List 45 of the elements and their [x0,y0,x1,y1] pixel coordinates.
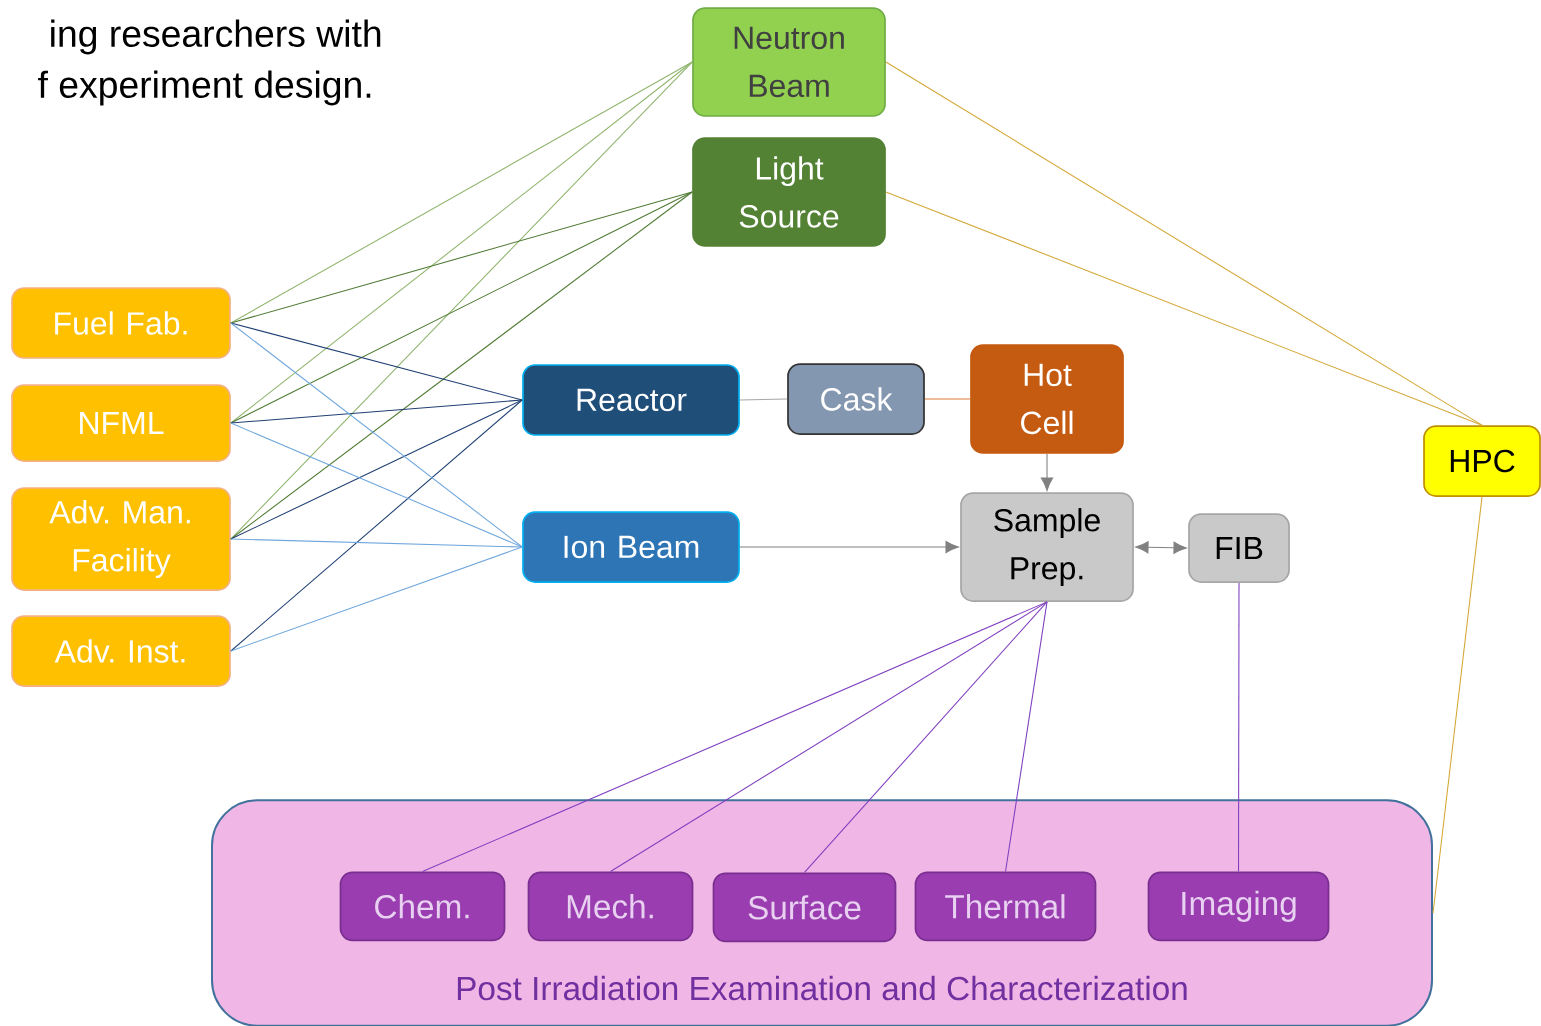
process-box: Chem. [339,871,506,942]
connector [421,601,1048,872]
process-box: Thermal [914,871,1097,942]
connector [885,61,1483,426]
connector [739,540,959,554]
process-box: Sample Prep. [960,492,1134,602]
connector [230,546,523,652]
process-box: Fuel Fab. [11,287,231,359]
connector [230,538,523,548]
process-box: Mech. [527,871,694,942]
connector [924,398,971,400]
connector [230,191,693,540]
process-box: Reactor [522,364,740,436]
process-box: Hot Cell [970,344,1124,454]
process-box: Light Source [692,137,886,247]
connector [230,399,523,652]
connector [803,601,1048,873]
connector [230,322,523,548]
connector [230,322,523,401]
connector [230,399,523,540]
process-box: FIB [1188,513,1290,583]
process-box: Neutron Beam [692,7,886,117]
process-box: Cask [787,363,925,435]
process-box: Ion Beam [522,511,740,583]
text-line: f experiment design. [38,70,371,106]
connector [739,398,788,401]
process-box: Surface [712,872,897,943]
connector [1238,582,1240,872]
connector [1004,601,1048,872]
connector [609,601,1048,872]
text-line: ing researchers with [51,19,381,55]
process-box: HPC [1423,425,1541,497]
process-box: Imaging [1147,871,1330,942]
connector [230,191,693,324]
process-box: Adv. Inst. [11,615,231,687]
connector [1432,496,1483,914]
connector [230,422,523,548]
connector [230,61,693,424]
connector [1040,453,1054,491]
connector [230,399,523,424]
process-box: NFML [11,384,231,462]
process-box: Adv. Man. Facility [11,487,231,591]
connector [230,61,693,540]
connector [1135,541,1187,554]
connector [885,191,1483,426]
